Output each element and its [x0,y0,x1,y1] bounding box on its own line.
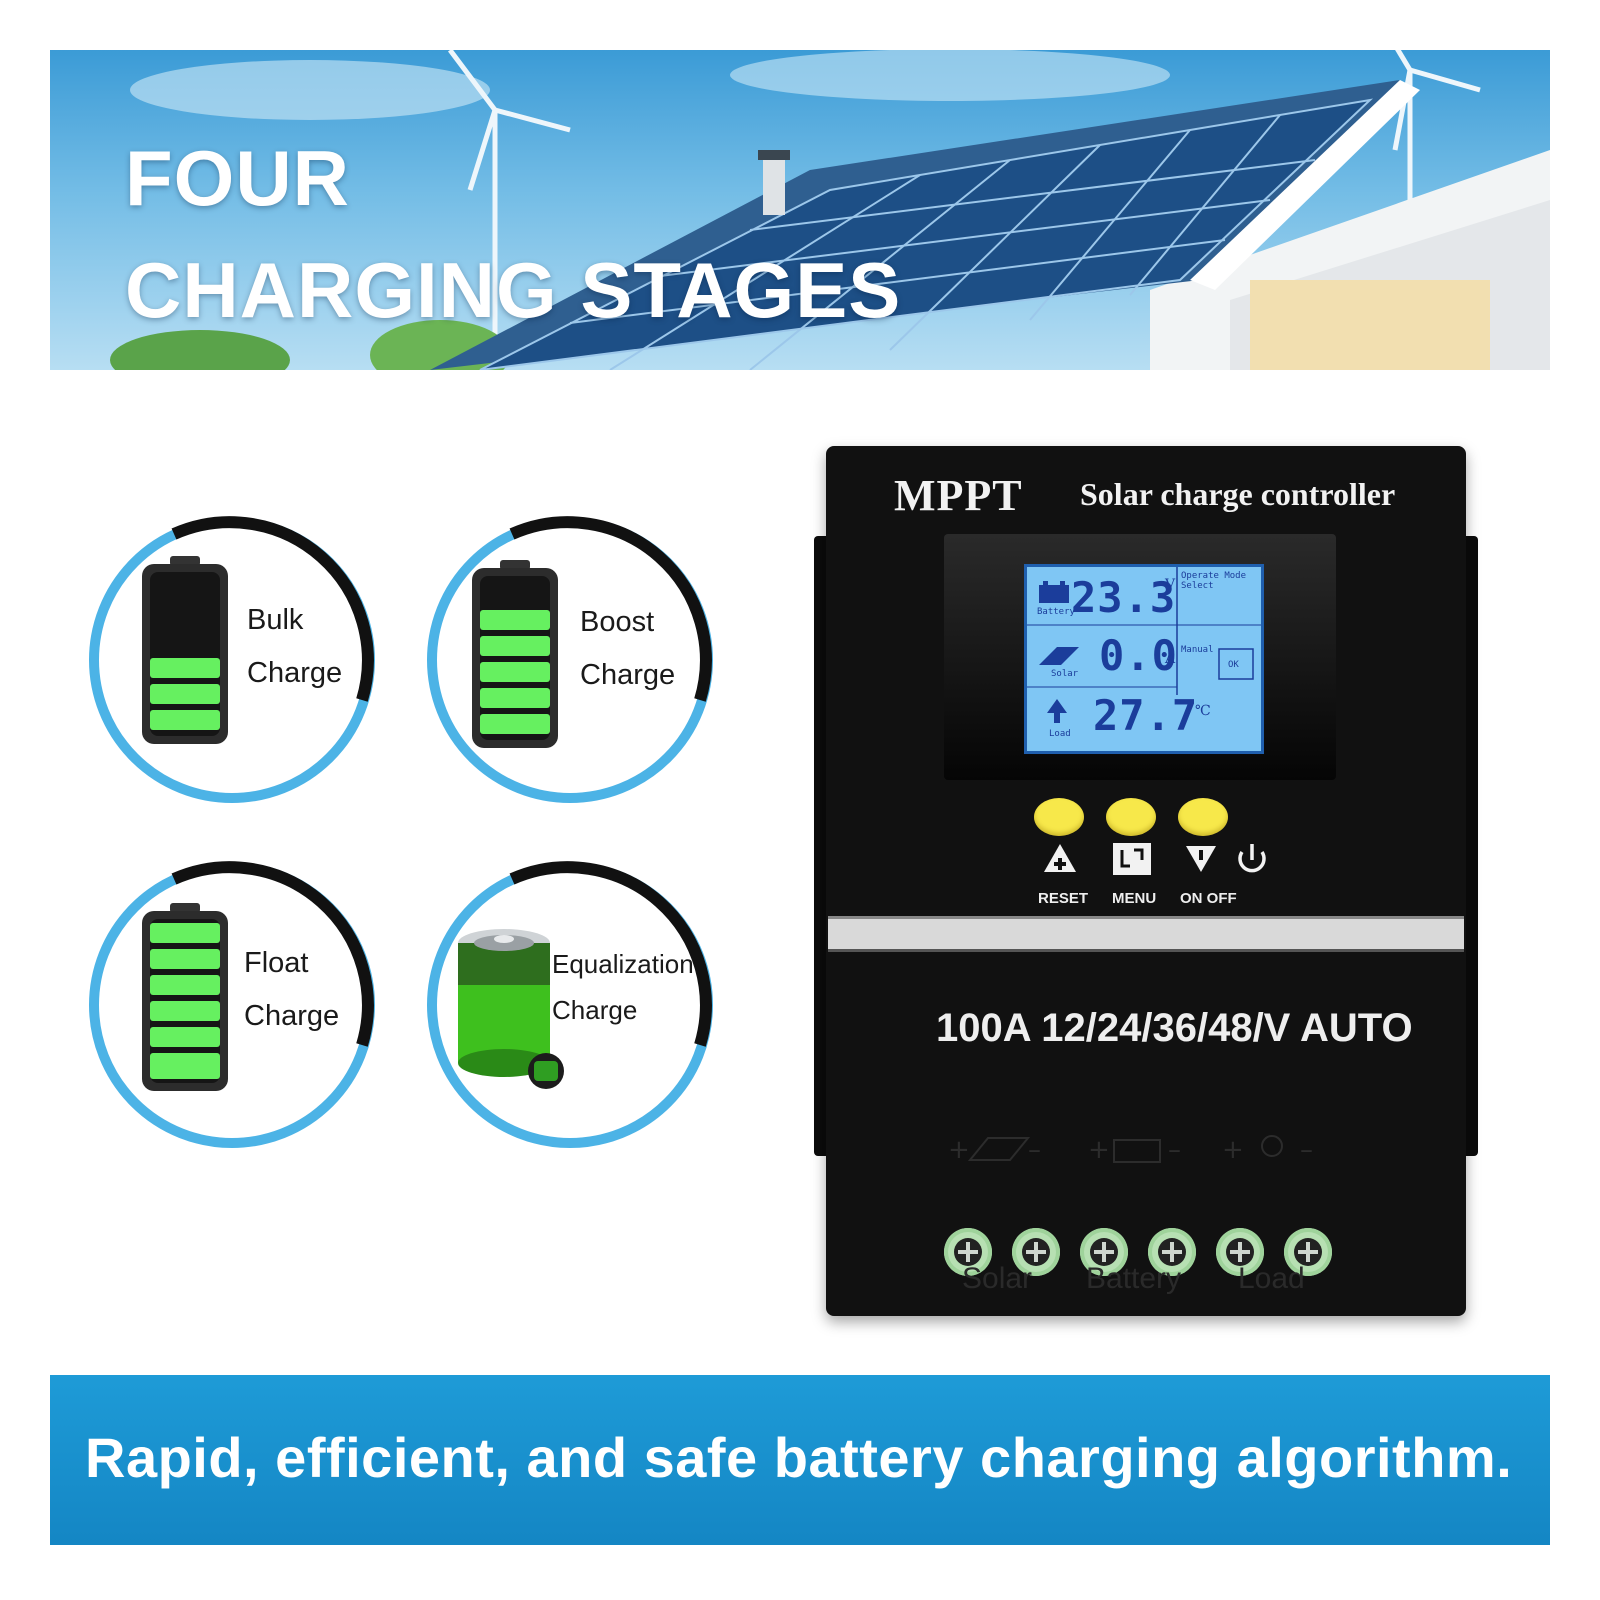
screw-icon [1022,1238,1050,1266]
lcd-solar-icon [1039,647,1079,665]
battery-plug-icon [458,929,564,1089]
footer-banner: Rapid, efficient, and safe battery charg… [50,1375,1550,1545]
screw-icon [1294,1238,1322,1266]
battery-voltage-unit: V [1165,577,1176,593]
stage-label-line1: Bulk [247,604,304,636]
product-subtitle: Solar charge controller [1080,476,1396,512]
stage-label-line2: Charge [247,657,343,689]
banner-title-line1: FOUR [125,134,350,222]
battery-label: Battery [1037,607,1075,617]
svg-text:+: + [948,1135,970,1165]
on-off-down-button[interactable] [1178,798,1228,836]
battery-negative-terminal[interactable] [1148,1228,1196,1276]
solar-panel-icon: + – [948,1135,1041,1165]
svg-text:+: + [1088,1135,1110,1165]
operate-mode-label: Operate Mode Select [1181,571,1259,591]
svg-text:–: – [1168,1135,1181,1165]
rating-label: 100A 12/24/36/48/V AUTO [936,1006,1413,1050]
temperature-unit: ℃ [1195,703,1211,719]
solar-terminal-label: Solar [962,1262,1033,1295]
ok-label: OK [1228,660,1239,670]
load-positive-terminal[interactable] [1216,1228,1264,1276]
operate-mode-line2: Select [1181,581,1214,591]
stage-label-line1: Boost [580,606,655,638]
screw-icon [954,1238,982,1266]
reset-label: RESET [1038,890,1089,907]
load-negative-terminal[interactable] [1284,1228,1332,1276]
solar-label: Solar [1051,669,1079,679]
stage-label: Float Charge [244,937,339,1043]
stage-label: Equalization Charge [552,941,694,1033]
banner-title: FOUR CHARGING STAGES [125,122,901,346]
lcd-display: 23.3 V Battery Operate Mode Select 0.0 A… [1024,564,1264,754]
footer-tagline: Rapid, efficient, and safe battery charg… [85,1426,1513,1489]
stage-label: Boost Charge [580,596,675,702]
wind-turbine-icon [448,50,571,360]
up-arrow-plus-icon [1044,844,1076,872]
solar-current-unit: A [1165,651,1176,667]
solar-house-illustration [110,50,1550,370]
solar-current-readout: 0.0 [1099,631,1178,680]
hero-banner: FOUR CHARGING STAGES [50,50,1550,370]
on-off-label: ON OFF [1180,890,1237,907]
svg-text:+: + [1222,1135,1244,1165]
solar-negative-terminal[interactable] [1012,1228,1060,1276]
lcd-grid [1027,567,1261,723]
battery-low-icon [142,556,228,744]
menu-icon [1113,843,1151,875]
battery-terminal-label: Battery [1086,1262,1182,1295]
battery-mid-icon [472,560,558,748]
svg-text:–: – [1028,1135,1041,1165]
stage-bulk-charge: Bulk Charge [82,510,382,810]
lcd-battery-icon [1039,581,1069,603]
screw-icon [1090,1238,1118,1266]
divider-strip [828,916,1464,952]
stage-label-line2: Charge [580,659,676,691]
banner-title-line2: CHARGING STAGES [125,246,902,334]
stage-label-line2: Charge [552,995,638,1025]
manual-label: Manual [1181,645,1214,655]
operate-mode-line1: Operate Mode [1181,571,1247,581]
svg-text:–: – [1300,1135,1313,1165]
reset-up-button[interactable] [1034,798,1084,836]
solar-positive-terminal[interactable] [944,1228,992,1276]
stage-equalization-charge: Equalization Charge [420,855,720,1155]
stage-float-charge: Float Charge [82,855,382,1155]
menu-label: MENU [1112,890,1157,907]
temperature-readout: 27.7 [1093,691,1199,740]
stage-boost-charge: Boost Charge [420,510,720,810]
load-terminal-label: Load [1238,1262,1305,1295]
load-label: Load [1049,729,1071,739]
battery-icon: + – [1088,1135,1181,1165]
stage-label-line2: Charge [244,1000,340,1032]
stage-label: Bulk Charge [247,594,342,700]
stage-label-line1: Equalization [552,949,694,979]
battery-full-icon [142,903,228,1091]
brand-label: MPPT [894,471,1023,520]
stage-label-line1: Float [244,947,309,979]
battery-voltage-readout: 23.3 [1071,573,1177,622]
down-arrow-power-icon [1186,844,1266,873]
lamp-icon: + – [1222,1135,1313,1165]
screw-icon [1158,1238,1186,1266]
menu-button[interactable] [1106,798,1156,836]
lcd-load-icon [1047,699,1067,723]
screw-icon [1226,1238,1254,1266]
mppt-controller: MPPT Solar charge controller 23.3 V Batt… [814,446,1478,1316]
battery-positive-terminal[interactable] [1080,1228,1128,1276]
